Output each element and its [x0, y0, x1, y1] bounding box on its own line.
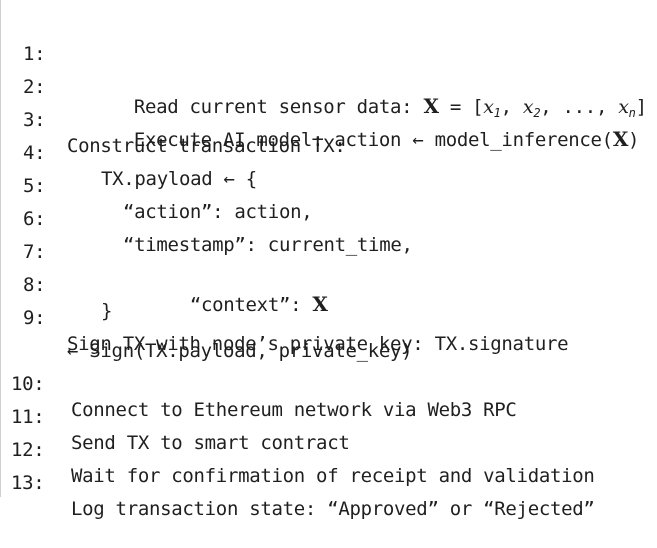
line-text: Construct transaction TX:	[67, 135, 346, 157]
line-number: 13:	[11, 472, 45, 494]
line-text: “timestamp”: current_time,	[123, 234, 413, 256]
line-number: 2:	[23, 76, 46, 98]
math-symbol-x: X	[312, 292, 328, 316]
line-number: 12:	[11, 439, 45, 461]
line-number: 10:	[11, 373, 45, 395]
algorithm-line: 11: Send TX to smart contract	[1, 378, 350, 454]
line-text: Log transaction state: “Approved” or “Re…	[71, 498, 595, 520]
algorithm-line: 5: “action”: action,	[1, 147, 313, 223]
line-number: 5:	[23, 175, 46, 197]
line-text: Read current sensor data:	[133, 96, 424, 118]
line-text: Send TX to smart contract	[71, 432, 350, 454]
line-content: “context”: X	[123, 265, 328, 344]
line-number: 8:	[23, 274, 46, 296]
line-number: 7:	[23, 241, 46, 263]
line-text: Execute AI model: action ← model_inferen…	[133, 129, 613, 151]
line-number: 6:	[23, 208, 46, 230]
algorithm-line: 12: Wait for confirmation of receipt and…	[1, 411, 595, 487]
algorithm-line: 7: “context”: X	[1, 213, 328, 316]
algorithm-line: 1: Read current sensor data: X = [x1, x2…	[1, 15, 647, 120]
algorithm-line: 8: }	[1, 246, 112, 322]
line-number: 1:	[23, 43, 46, 65]
line-text: }	[101, 300, 113, 322]
algorithm-line: 10: Connect to Ethereum network via Web3…	[1, 345, 517, 421]
math-symbol-x: X	[423, 94, 439, 118]
line-text: ← Sign(TX.payload, private_key)	[67, 340, 413, 362]
algorithm-line: 6: “timestamp”: current_time,	[1, 180, 413, 256]
line-number: 11:	[11, 406, 45, 428]
algorithm-line-continuation: ← Sign(TX.payload, private_key)	[1, 312, 413, 362]
algorithm-line: 4: TX.payload ← {	[1, 114, 257, 190]
line-text: “action”: action,	[123, 201, 313, 223]
line-text-close: )	[628, 129, 640, 151]
algorithm-block: 1: Read current sensor data: X = [x1, x2…	[0, 0, 647, 520]
line-content: Execute AI model: action ← model_inferen…	[67, 100, 640, 179]
line-number: 3:	[23, 109, 46, 131]
algorithm-line: 13: Log transaction state: “Approved” or…	[1, 444, 595, 520]
algorithm-line: 2: Execute AI model: action ← model_infe…	[1, 48, 639, 151]
line-number: 9:	[23, 307, 46, 329]
algorithm-line: 9: Sign TX with node’s private key: TX.s…	[1, 279, 569, 355]
algorithm-line: 3: Construct transaction TX:	[1, 81, 346, 157]
line-content: Read current sensor data: X = [x1, x2, .…	[133, 94, 647, 120]
line-text: TX.payload ← {	[101, 168, 257, 190]
line-text: “context”:	[189, 294, 313, 316]
line-number: 4:	[23, 142, 46, 164]
line-text: Sign TX with node’s private key: TX.sign…	[67, 333, 569, 355]
line-text: Connect to Ethereum network via Web3 RPC	[71, 399, 517, 421]
line-text: Wait for confirmation of receipt and val…	[71, 465, 595, 487]
math-symbol-x: X	[612, 127, 629, 151]
